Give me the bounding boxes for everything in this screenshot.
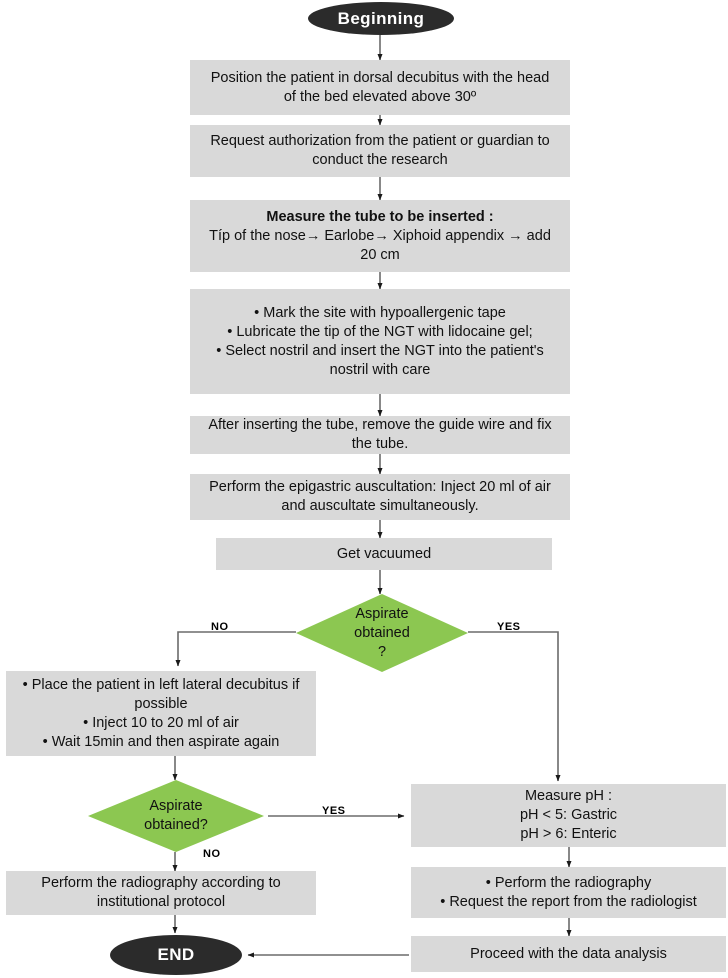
node-prepare-insert[interactable]: • Mark the site with hypoallergenic tape… — [190, 289, 570, 394]
node-get-vacuumed[interactable]: Get vacuumed — [216, 538, 552, 570]
node-decision-aspirate-1-line3: ? — [377, 643, 387, 660]
edge-label-decision2-yes: YES — [322, 805, 346, 817]
node-radiography-protocol-line1: Perform the radiography according to — [41, 875, 281, 891]
node-radiography-report[interactable]: • Perform the radiography • Request the … — [411, 867, 726, 918]
node-reposition-patient-bullet-4: • Wait 15min and then aspirate again — [42, 733, 280, 750]
node-radiography-report-bullet-2: • Request the report from the radiologis… — [440, 893, 697, 910]
node-data-analysis-line1: Proceed with the data analysis — [470, 945, 667, 962]
node-measure-ph-line2: pH > 6: Enteric — [520, 826, 617, 842]
node-prepare-insert-bullet-4: nostril with care — [329, 361, 431, 378]
node-radiography-protocol[interactable]: Perform the radiography according to ins… — [6, 871, 316, 915]
node-decision-aspirate-1-line2: obtained — [354, 624, 410, 641]
node-beginning-label: Beginning — [337, 8, 425, 28]
node-request-authorization-line2: conduct the research — [312, 152, 448, 168]
node-measure-ph-line1: pH < 5: Gastric — [519, 807, 618, 823]
node-measure-ph[interactable]: Measure pH : pH < 5: Gastric pH > 6: Ent… — [411, 784, 726, 847]
node-remove-guide-wire[interactable]: After inserting the tube, remove the gui… — [190, 416, 570, 454]
node-decision-aspirate-2-line1: Aspirate — [149, 798, 203, 814]
node-epigastric-auscultation-line2: and auscultate simultaneously. — [281, 498, 479, 514]
node-decision-aspirate-2[interactable]: Aspirate obtained? — [88, 780, 264, 852]
node-position-patient-line1: Position the patient in dorsal decubitus… — [210, 69, 550, 86]
node-radiography-protocol-line2: institutional protocol — [96, 894, 226, 910]
node-decision-aspirate-2-line2: obtained? — [144, 817, 208, 833]
node-prepare-insert-bullet-2: • Lubricate the tip of the NGT with lido… — [227, 323, 533, 340]
node-remove-guide-wire-line1: After inserting the tube, remove the gui… — [208, 417, 552, 433]
node-measure-ph-heading: Measure pH : — [524, 788, 613, 804]
node-data-analysis[interactable]: Proceed with the data analysis — [411, 936, 726, 972]
node-prepare-insert-bullet-3: • Select nostril and insert the NGT into… — [216, 342, 544, 359]
node-reposition-patient-bullet-1: • Place the patient in left lateral decu… — [22, 676, 300, 693]
node-request-authorization[interactable]: Request authorization from the patient o… — [190, 125, 570, 177]
node-reposition-patient-bullet-3: • Inject 10 to 20 ml of air — [83, 714, 239, 731]
node-end-label: END — [157, 945, 195, 964]
node-measure-tube-line1: Típ of the nose→ Earlobe→ Xiphoid append… — [209, 227, 551, 244]
node-remove-guide-wire-line2: the tube. — [351, 436, 409, 452]
node-measure-tube[interactable]: Measure the tube to be inserted : Típ of… — [190, 200, 570, 272]
node-decision-aspirate-1-line1: Aspirate — [355, 605, 409, 622]
node-reposition-patient-bullet-2: possible — [134, 695, 188, 712]
node-request-authorization-line1: Request authorization from the patient o… — [210, 133, 550, 149]
node-get-vacuumed-line1: Get vacuumed — [336, 545, 432, 562]
node-reposition-patient[interactable]: • Place the patient in left lateral decu… — [6, 671, 316, 756]
node-measure-tube-line2: 20 cm — [360, 246, 400, 263]
node-decision-aspirate-1[interactable]: Aspirate obtained ? — [296, 594, 468, 672]
node-radiography-report-bullet-1: • Perform the radiography — [485, 874, 652, 891]
node-end[interactable]: END — [110, 935, 242, 975]
node-prepare-insert-bullet-1: • Mark the site with hypoallergenic tape — [254, 304, 506, 321]
node-measure-tube-heading: Measure the tube to be inserted : — [266, 208, 494, 225]
node-epigastric-auscultation-line1: Perform the epigastric auscultation: Inj… — [209, 479, 551, 495]
edge-label-decision1-yes: YES — [497, 621, 521, 633]
edge-label-decision2-no: NO — [203, 848, 221, 860]
node-beginning[interactable]: Beginning — [308, 2, 454, 35]
node-epigastric-auscultation[interactable]: Perform the epigastric auscultation: Inj… — [190, 474, 570, 520]
node-position-patient[interactable]: Position the patient in dorsal decubitus… — [190, 60, 570, 115]
node-position-patient-line2: of the bed elevated above 30º — [283, 88, 477, 105]
edge-label-decision1-no: NO — [211, 621, 229, 633]
